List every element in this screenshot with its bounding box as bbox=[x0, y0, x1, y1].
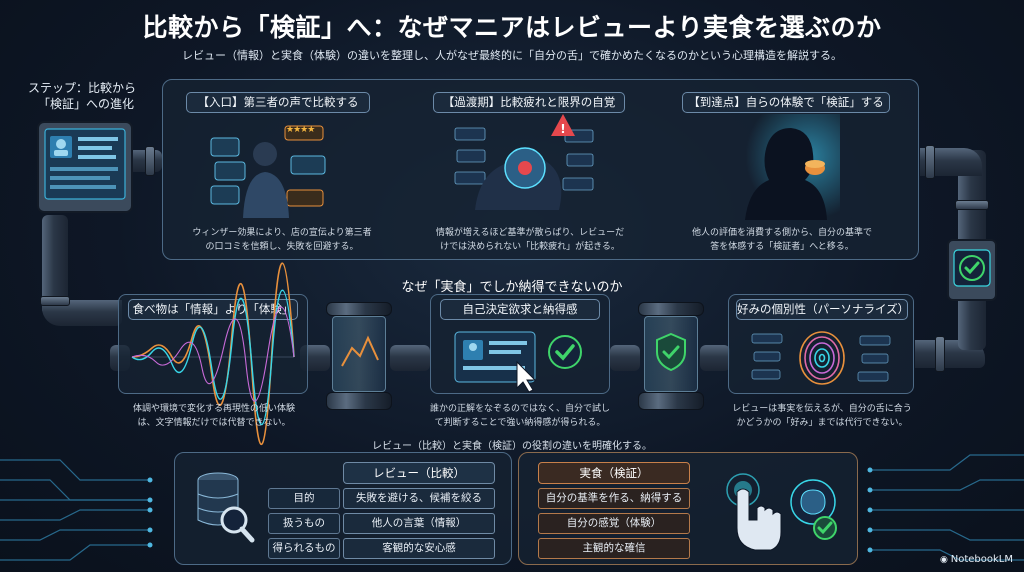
reason-title-experience: 食べ物は「情報」より「体験」 bbox=[128, 299, 298, 320]
pipe-coupler bbox=[935, 336, 945, 372]
trend-line-icon bbox=[341, 335, 379, 367]
self-decision-illustration bbox=[454, 331, 582, 393]
pipe-row-c bbox=[610, 345, 640, 371]
tasting-silhouette-illustration bbox=[735, 114, 840, 220]
svg-text:!: ! bbox=[560, 122, 565, 136]
row-label-handles: 扱うもの bbox=[268, 513, 340, 534]
step-desc-line: ウィンザー効果により、店の宣伝より第三者 bbox=[192, 228, 372, 238]
reason-title-personalize: 好みの個別性（パーソナライズ） bbox=[736, 299, 909, 320]
circuit-lines-right bbox=[867, 454, 1024, 561]
review-column-header: レビュー（比較） bbox=[343, 462, 495, 484]
step-desc-goal: 他人の評価を消費する側から、自分の基準で 答を体感する「検証者」へと移る。 bbox=[672, 226, 892, 254]
review-cell-handles: 他人の言葉（情報） bbox=[343, 513, 495, 534]
watermark-text: NotebookLM bbox=[950, 554, 1013, 565]
circuit-lines-left bbox=[0, 459, 153, 561]
reason-desc-line: レビューは事実を伝えるが、自分の舌に合う bbox=[732, 404, 912, 414]
database-search-icon bbox=[197, 472, 255, 543]
cylinder-bottom-cap bbox=[326, 392, 392, 410]
why-heading: なぜ「実食」でしか納得できないのか bbox=[401, 280, 623, 295]
reason-desc-personalize: レビューは事実を伝えるが、自分の舌に合う かどうかの「好み」までは代行できない。 bbox=[708, 402, 936, 430]
reason-desc-line: は、文字情報だけでは代替できない。 bbox=[137, 418, 291, 428]
step-title-goal: 【到達点】自らの体験で「検証」する bbox=[682, 92, 890, 113]
tasting-column-header: 実食（検証） bbox=[538, 462, 690, 484]
rating-stars: ★★★★ bbox=[286, 125, 315, 135]
row-label-gain: 得られるもの bbox=[268, 538, 340, 559]
reviewer-illustration bbox=[210, 125, 326, 218]
cylinder-top-cap bbox=[638, 302, 704, 316]
cylinder-bottom-cap bbox=[638, 392, 704, 410]
row-label-purpose: 目的 bbox=[268, 488, 340, 509]
step-title-entry: 【入口】第三者の声で比較する bbox=[186, 92, 370, 113]
watermark-icon: ◉ bbox=[940, 555, 951, 565]
waveform-illustration bbox=[131, 262, 295, 445]
reason-desc-autonomy: 誰かの正解をなぞるのではなく、自分で試し て判断することで強い納得感が得られる。 bbox=[408, 402, 632, 430]
pipe-coupler bbox=[955, 200, 989, 210]
page-title: 比較から「検証」へ：なぜマニアはレビューより実食を選ぶのか bbox=[142, 13, 882, 42]
reason-desc-line: 体調や環境で変化する再現性の低い体験 bbox=[132, 404, 295, 414]
touch-brain-check-icon bbox=[726, 473, 837, 551]
pipe-coupler bbox=[925, 145, 935, 179]
fingerprint-icon bbox=[751, 331, 891, 385]
review-cell-purpose: 失敗を避ける、候補を絞る bbox=[343, 488, 495, 509]
valve-check-icon bbox=[947, 239, 997, 301]
step-desc-line: の口コミを信頼し、失敗を回避する。 bbox=[205, 242, 359, 252]
review-cell-gain: 客観的な安心感 bbox=[343, 538, 495, 559]
reason-title-autonomy: 自己決定欲求と納得感 bbox=[440, 299, 600, 320]
step-title-transition: 【過渡期】比較疲れと限界の自覚 bbox=[433, 92, 625, 113]
compare-heading: レビュー（比較）と実食（検証）の役割の違いを明確化する。 bbox=[372, 441, 652, 452]
pipe-row-d bbox=[700, 345, 730, 371]
shield-check-icon bbox=[656, 332, 686, 372]
reason-desc-line: 誰かの正解をなぞるのではなく、自分で試し bbox=[429, 404, 610, 414]
watermark: ◉ NotebookLM bbox=[940, 554, 1024, 565]
side-label-line: 「検証」への進化 bbox=[38, 97, 135, 111]
step-desc-line: 答を体感する「検証者」へと移る。 bbox=[710, 242, 854, 252]
step-desc-transition: 情報が増えるほど基準が散らばり、レビューだ けでは決められない「比較疲れ」が起き… bbox=[420, 226, 640, 254]
reason-desc-experience: 体調や環境で変化する再現性の低い体験 は、文字情報だけでは代替できない。 bbox=[100, 402, 328, 430]
pipe-row-b bbox=[390, 345, 430, 371]
brain-overload-illustration: ! bbox=[454, 114, 594, 210]
step-desc-entry: ウィンザー効果により、店の宣伝より第三者 の口コミを信頼し、失敗を回避する。 bbox=[172, 226, 392, 254]
tasting-cell-handles: 自分の感覚（体験） bbox=[538, 513, 690, 534]
step-desc-line: 情報が増えるほど基準が散らばり、レビューだ bbox=[435, 228, 625, 238]
pipe-coupler bbox=[40, 296, 70, 306]
tasting-cell-purpose: 自分の基準を作る、納得する bbox=[538, 488, 690, 509]
page-subtitle: レビュー（情報）と実食（体験）の違いを整理し、人がなぜ最終的に「自分の舌」で確か… bbox=[182, 49, 842, 62]
pipe-coupler bbox=[145, 146, 155, 176]
cylinder-top-cap bbox=[326, 302, 392, 316]
reason-desc-line: て判断することで強い納得感が得られる。 bbox=[434, 418, 606, 428]
tasting-cell-gain: 主観的な確信 bbox=[538, 538, 690, 559]
step-desc-line: 他人の評価を消費する側から、自分の基準で bbox=[691, 228, 872, 238]
side-label-line: ステップ：比較から bbox=[28, 81, 137, 95]
reason-desc-line: かどうかの「好み」までは代行できない。 bbox=[736, 418, 908, 428]
side-label: ステップ：比較から 「検証」への進化 bbox=[28, 80, 158, 112]
monitor-icon bbox=[37, 121, 133, 213]
step-desc-line: けでは決められない「比較疲れ」が起きる。 bbox=[440, 242, 620, 252]
